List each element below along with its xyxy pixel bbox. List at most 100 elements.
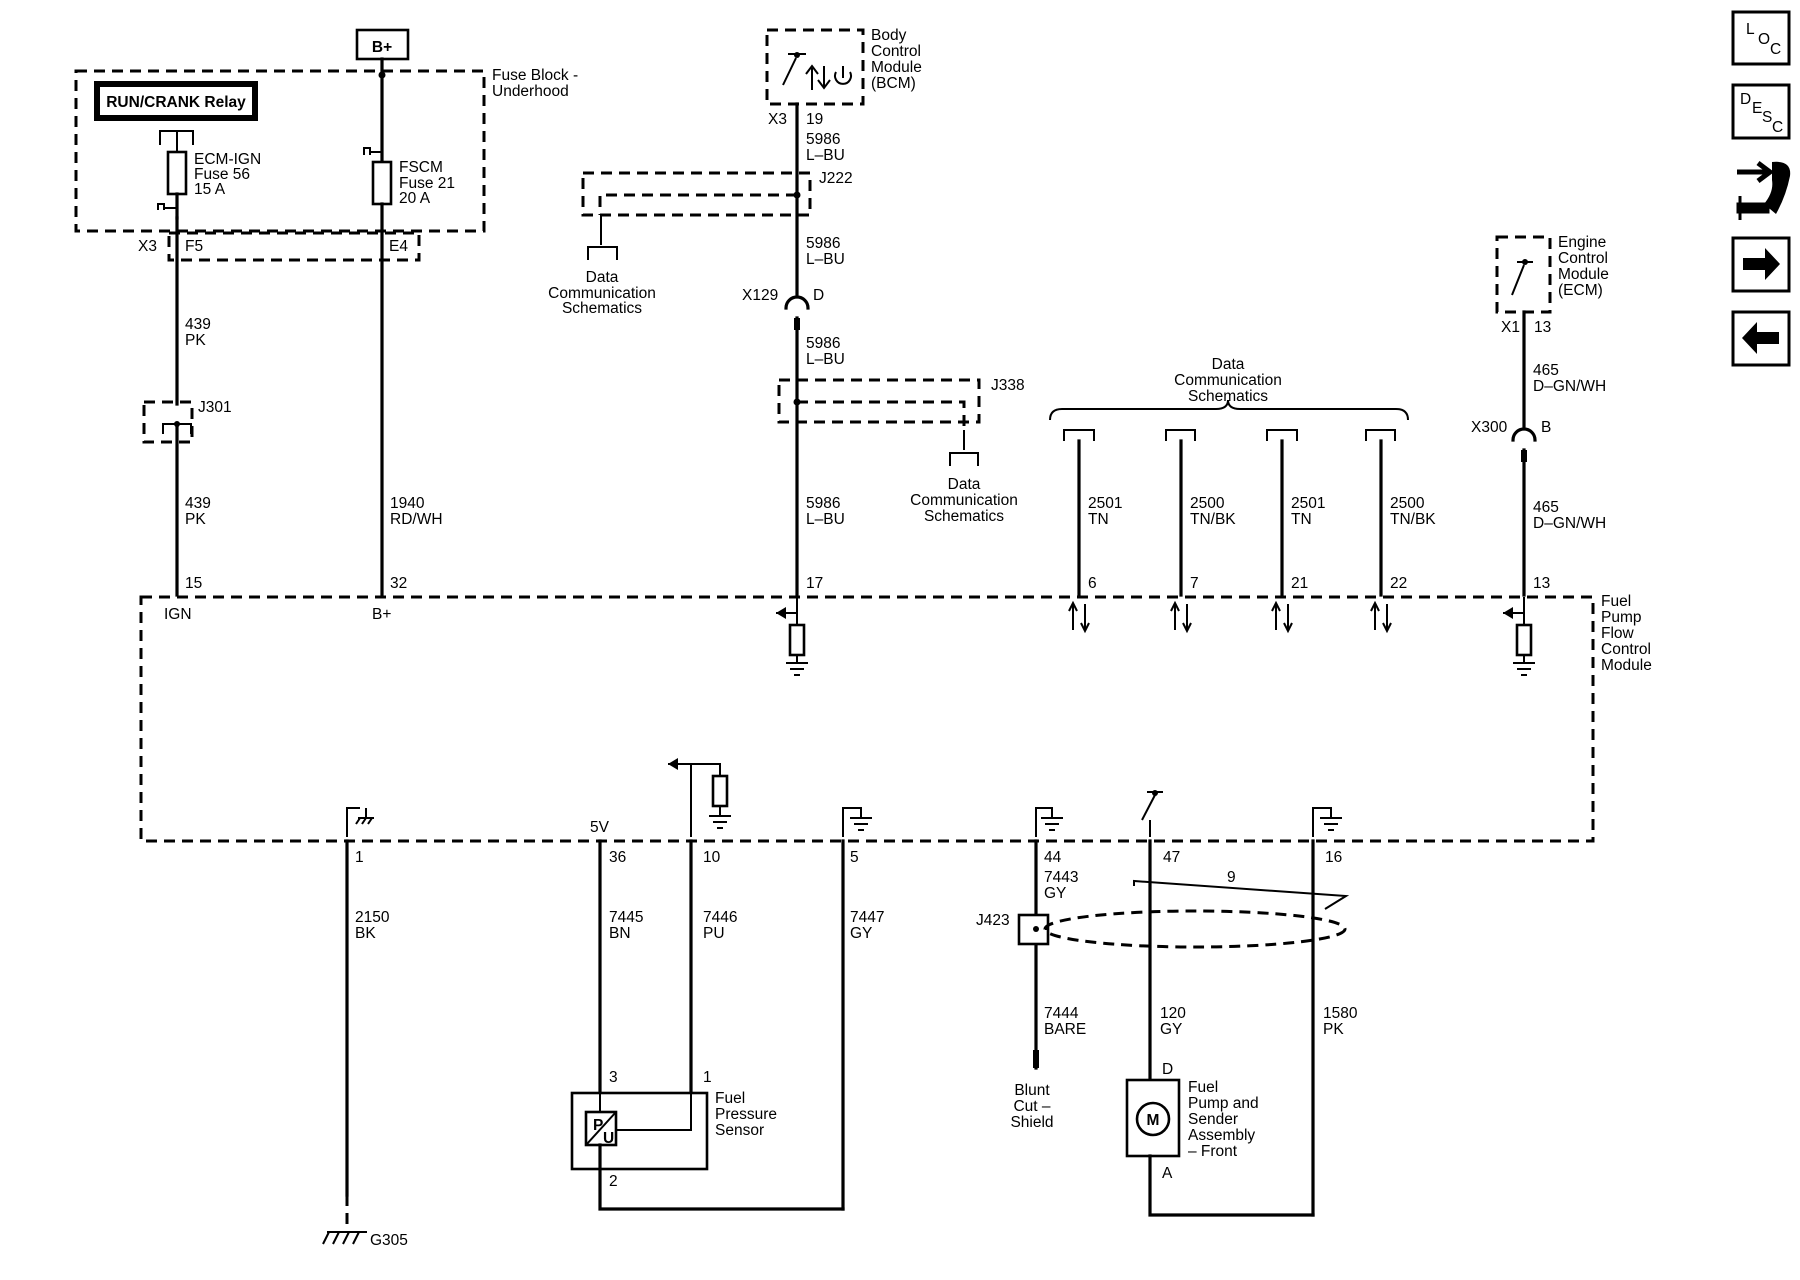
description-view-icon[interactable]: D E S C [1731,83,1791,140]
location-view-icon[interactable]: L O C [1731,10,1791,66]
fuse-block-pin-f5: F5 [185,238,203,255]
fuel-pump-pin-d: D [1162,1061,1173,1078]
bplus-label: B+ [372,39,392,56]
fuse-ecm-ign [166,150,188,196]
module-label-4: Control [1601,641,1651,658]
fuse-fscm-line2: Fuse 21 [399,175,455,192]
wire-7444-circuit: 7444 [1044,1005,1079,1022]
previous-arrow-icon[interactable] [1731,310,1791,367]
svg-text:U: U [603,1130,614,1147]
module-pin-13: 13 [1533,575,1550,592]
connector-x129-label: X129 [742,287,778,304]
wire-120-circuit: 120 [1160,1005,1186,1022]
splice-j338 [777,378,981,424]
wire-439-circuit: 439 [185,316,211,333]
bcm-label-4: (BCM) [871,75,916,92]
fuse-fscm-line1: FSCM [399,159,443,176]
fps-pin-1: 1 [703,1069,712,1086]
fuel-pump-flow-control-module [139,595,1595,843]
fuse-ecm-line1: ECM-IGN [194,151,261,168]
wire-2500-b-color: TN/BK [1390,511,1436,528]
module-pin-22: 22 [1390,575,1407,592]
wire-5986-d-color: L–BU [806,511,845,528]
svg-text:C: C [1772,119,1783,136]
svg-text:S: S [1762,109,1772,126]
wire-1940-color: RD/WH [390,511,443,528]
wire-2500-a-circuit: 2500 [1190,495,1225,512]
splice-j338-label: J338 [991,377,1025,394]
module-pin-6: 6 [1088,575,1097,592]
twist-count: 9 [1227,869,1236,886]
next-arrow-icon[interactable] [1731,236,1791,293]
wire-465-b-color: D–GN/WH [1533,515,1606,532]
module-label-1: Fuel [1601,593,1631,610]
bcm-label-2: Control [871,43,921,60]
data-comm-left-1: Data [586,269,619,286]
svg-text:E: E [1752,100,1762,117]
fuse-block-label-1: Fuse Block - [492,67,578,84]
fuel-pump-label-4: Assembly [1188,1127,1255,1144]
module-pin-10: 10 [703,849,721,866]
module-label-3: Flow [1601,625,1635,642]
module-label-2: Pump [1601,609,1642,626]
wrench-arrow-icon[interactable] [1736,161,1791,220]
wire-7446-color: PU [703,925,725,942]
fuse-ecm-line3: 15 A [194,181,226,198]
wire-1580-circuit: 1580 [1323,1005,1358,1022]
wire-5986-b-circuit: 5986 [806,235,840,252]
wire-2501-a-circuit: 2501 [1088,495,1122,512]
svg-text:O: O [1758,31,1770,48]
blunt-cut-1: Blunt [1014,1082,1050,1099]
module-pin-21: 21 [1291,575,1308,592]
connector-x300 [1511,427,1537,442]
ecm-label-3: Module [1558,266,1609,283]
fps-pin-2: 2 [609,1173,618,1190]
splice-j301 [142,400,194,444]
data-comm-right-3: Schematics [1188,388,1268,405]
data-bus-arrows [1068,600,1392,634]
splice-j301-label: J301 [198,399,232,416]
ecm-pin: 13 [1534,319,1551,336]
fuel-pump-label-5: – Front [1188,1143,1238,1160]
data-comm-right-1: Data [1212,356,1245,373]
wire-5986-c-circuit: 5986 [806,335,840,352]
svg-text:P: P [593,1117,603,1134]
wire-1940-circuit: 1940 [390,495,425,512]
wire-120-color: GY [1160,1021,1182,1038]
wire-2501-b-color: TN [1291,511,1312,528]
wire-7445-color: BN [609,925,631,942]
ecm-connector: X1 [1501,319,1520,336]
svg-text:L: L [1746,21,1755,38]
wire-465-a-color: D–GN/WH [1533,378,1606,395]
fuel-pump-pin-a: A [1162,1165,1173,1182]
connector-x300-label: X300 [1471,419,1508,436]
data-comm-bracket [1049,399,1409,421]
bcm-label-1: Body [871,27,907,44]
motor-label: M [1147,1112,1160,1129]
wire-2501-a-color: TN [1088,511,1109,528]
wire-1580-color: PK [1323,1021,1344,1038]
splice-j423-label: J423 [976,912,1010,929]
module-pin-36: 36 [609,849,626,866]
wire-465-a-circuit: 465 [1533,362,1559,379]
wire-7444-color: BARE [1044,1021,1086,1038]
module-5v-label: 5V [590,819,610,836]
wire-5986-d-circuit: 5986 [806,495,840,512]
wire-5986-b-color: L–BU [806,251,845,268]
fps-label-3: Sensor [715,1122,764,1139]
shield-ellipse [1043,909,1347,949]
wire-5986-a-color: L–BU [806,147,845,164]
bcm-outline [765,28,865,106]
wire-2150-color: BK [355,925,376,942]
wire-5986-c-color: L–BU [806,351,845,368]
fuel-pump-label-1: Fuel [1188,1079,1218,1096]
ecm-label-4: (ECM) [1558,282,1603,299]
data-comm-right-2: Communication [1174,372,1282,389]
fuse-block-connector: X3 [138,238,157,255]
fuse-block-label-2: Underhood [492,83,569,100]
data-comm-mid-2: Communication [910,492,1018,509]
svg-text:D: D [1740,91,1751,108]
module-pin-47: 47 [1163,849,1180,866]
fuse-fscm [371,160,393,206]
